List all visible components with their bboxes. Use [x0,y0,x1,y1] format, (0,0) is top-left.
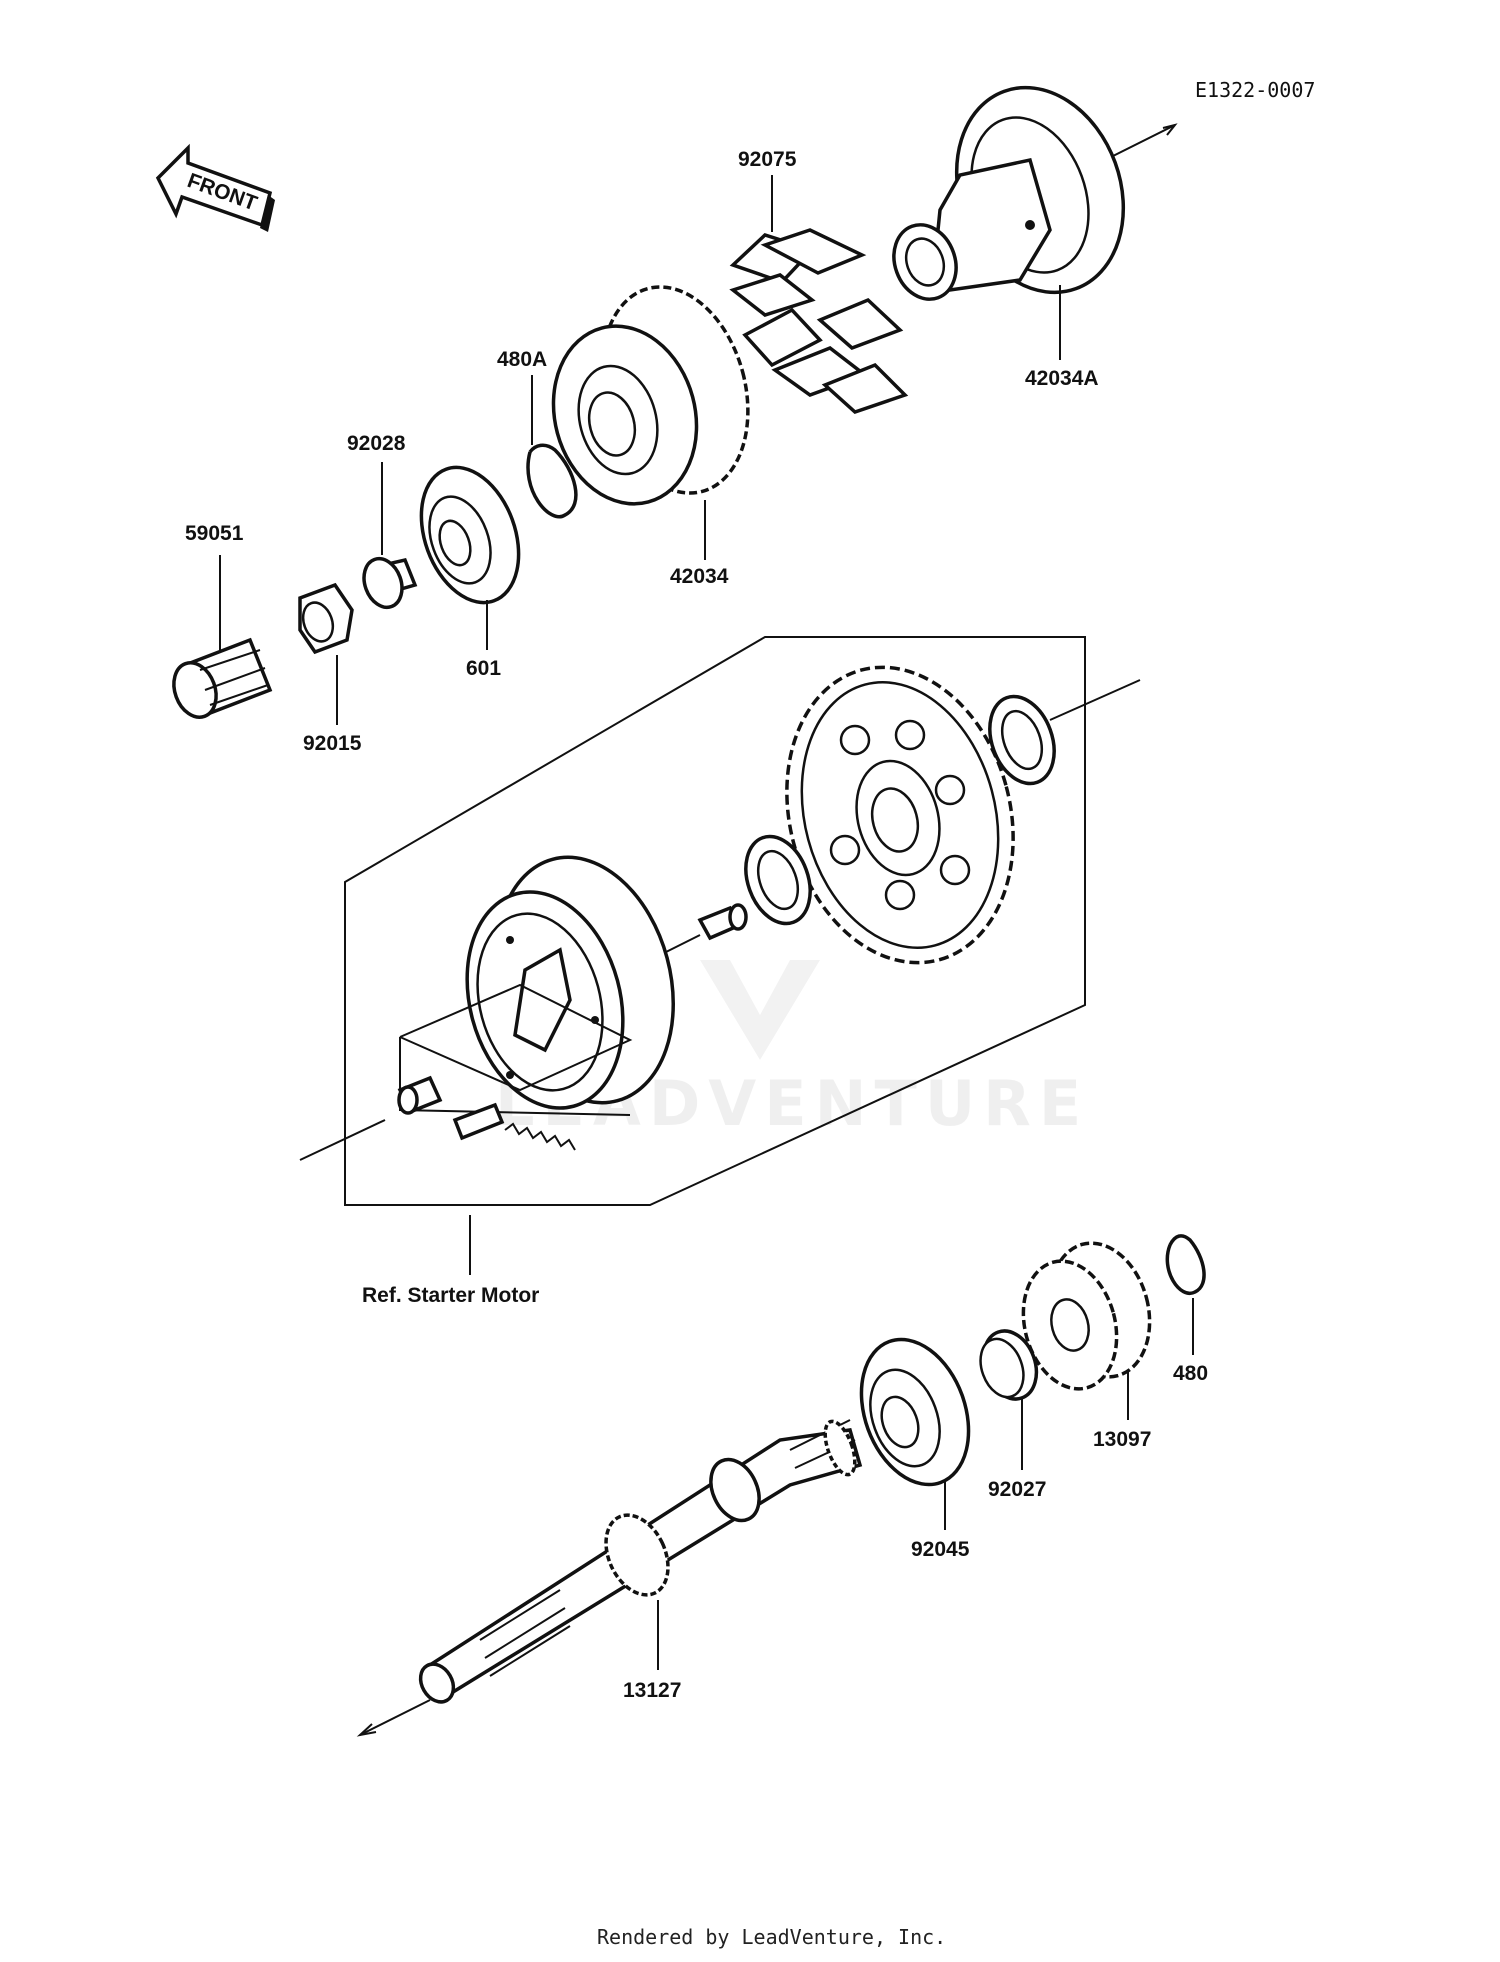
part-label-59051: 59051 [185,522,244,545]
part-label-42034a: 42034A [1025,367,1099,390]
collar [979,1329,1039,1401]
part-label-13127: 13127 [623,1679,681,1702]
gear-icon [785,665,1015,965]
part-label-480a: 480A [497,348,547,371]
bolt [697,903,748,941]
part-label-92015: 92015 [303,732,362,755]
diagram-code: E1322-0007 [1195,78,1315,102]
ref-starter-motor: Ref. Starter Motor [362,1284,539,1307]
nut [298,582,354,655]
circlip-icon [1165,1234,1206,1296]
front-arrow-icon: FRONT [155,143,275,232]
rollers-springs [397,1075,576,1151]
gear-icon [892,85,1126,301]
collar [362,556,418,610]
bearing-icon [859,1337,971,1487]
bearing-icon [419,465,521,605]
part-label-92027: 92027 [988,1478,1046,1501]
part-label-92045: 92045 [911,1538,970,1561]
part-label-601: 601 [466,657,501,680]
starter-clutch-frame [344,636,1086,1206]
clutch-housing [465,855,675,1110]
part-label-92028: 92028 [347,432,406,455]
circlip-icon [526,443,578,519]
part-label-92075: 92075 [738,148,797,171]
damper-group [729,228,909,414]
part-label-480: 480 [1173,1362,1208,1385]
footer-credit: Rendered by LeadVenture, Inc. [597,1925,946,1949]
part-label-13097: 13097 [1093,1428,1151,1451]
gear-icon [172,637,273,719]
shaft-icon [418,1419,863,1704]
gear-icon [1021,1241,1152,1391]
part-label-42034: 42034 [670,565,729,588]
gear-icon [551,285,750,506]
